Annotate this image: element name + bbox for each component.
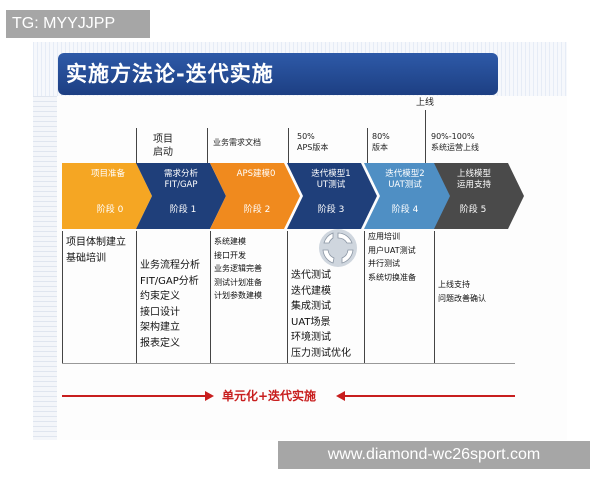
list-item: 业务流程分析 [140, 260, 200, 271]
list-phase-3: 迭代测试 迭代建模 集成测试 UAT场景 环境测试 压力测试优化 [291, 268, 351, 361]
phase-5-stage: 阶段 5 [459, 205, 487, 215]
list-item: 接口开发 [214, 250, 246, 260]
phase-chevron-2 [210, 163, 300, 229]
list-item: 测试计划准备 [214, 277, 262, 287]
list-item: 系统切换准备 [368, 272, 416, 282]
phase-chevron-5 [434, 163, 524, 229]
list-item: 项目体制建立 [66, 237, 126, 248]
list-item: 并行测试 [368, 259, 400, 268]
milestone-line-1 [136, 128, 137, 164]
phase-5-title: 上线模型 运用支持 [456, 169, 491, 190]
phase-chevron-0 [62, 163, 152, 229]
milestone-line-4 [367, 128, 368, 164]
phase-2-stage: 阶段 2 [243, 205, 271, 215]
phase-2-title: APS建模0 [236, 169, 276, 179]
list-phase-4: 应用培训 用户UAT测试 并行测试 系统切换准备 [368, 230, 416, 284]
bracket-p3 [287, 231, 288, 363]
bracket-bottom [62, 363, 515, 364]
list-phase-0: 项目体制建立 基础培训 [66, 235, 126, 266]
list-item: 压力测试优化 [291, 347, 351, 359]
list-item: 环境测试 [291, 332, 331, 343]
list-item: 应用培训 [368, 232, 400, 241]
phase-chevron-1 [136, 163, 226, 229]
milestone-line-5 [425, 120, 426, 164]
phase-chevron-3 [287, 163, 377, 229]
label-aps50: 50% APS版本 [297, 132, 329, 152]
list-item: 集成测试 [291, 301, 331, 312]
bracket-p4 [364, 231, 365, 363]
list-item: 接口设计 [140, 306, 180, 318]
bracket-p1 [136, 231, 137, 363]
slide-background [33, 42, 567, 440]
milestone-line-3 [288, 128, 289, 164]
list-item: 迭代建模 [291, 285, 331, 297]
label-kickoff: 项目 启动 [153, 134, 173, 158]
label-ops: 90%-100% 系统运营上线 [431, 132, 479, 152]
cycle-arrows-icon [319, 229, 357, 267]
list-item: UAT场景 [291, 316, 331, 328]
phase-3-stage: 阶段 3 [317, 205, 345, 215]
slide-title: 实施方法论-迭代实施 [58, 53, 498, 95]
list-item: 报表定义 [140, 337, 180, 349]
phase-chevron-4 [364, 163, 454, 229]
list-item: 上线支持 [438, 280, 470, 289]
phase-1-title: 需求分析 FIT/GAP [163, 169, 198, 190]
list-phase-2: 系统建模 接口开发 业务逻辑完善 测试计划准备 计划参数建模 [214, 235, 262, 303]
list-item: 架构建立 [140, 322, 180, 333]
list-item: 计划参数建模 [214, 291, 262, 300]
list-item: 业务逻辑完善 [214, 264, 262, 273]
label-v80: 80% 版本 [372, 132, 390, 152]
bracket-p5 [434, 231, 435, 363]
list-item: 迭代测试 [291, 270, 331, 281]
list-item: 系统建模 [214, 237, 246, 246]
phase-0-title: 项目准备 [90, 169, 125, 179]
label-golive: 上线 [415, 98, 434, 108]
phase-4-title: 迭代模型2 UAT测试 [385, 169, 425, 190]
list-item: 问题改善确认 [438, 293, 486, 303]
list-phase-1: 业务流程分析 FIT/GAP分析 约束定义 接口设计 架构建立 报表定义 [140, 258, 200, 351]
milestone-line-2 [207, 128, 208, 164]
watermark-url: www.diamond-wc26sport.com [278, 441, 590, 469]
phase-3-title: 迭代模型1 UT测试 [311, 169, 351, 190]
golive-tick [425, 110, 426, 120]
phase-4-stage: 阶段 4 [391, 205, 419, 215]
list-phase-5: 上线支持 问题改善确认 [438, 278, 486, 305]
phase-1-stage: 阶段 1 [169, 205, 197, 215]
list-item: 约束定义 [140, 291, 180, 302]
list-item: FIT/GAP分析 [140, 275, 199, 287]
iteration-banner: 单元化+迭代实施 [222, 389, 317, 403]
list-item: 基础培训 [66, 252, 106, 264]
bracket-p0 [62, 231, 63, 363]
bracket-p2 [210, 231, 211, 363]
list-item: 用户UAT测试 [368, 245, 416, 255]
label-biz-doc: 业务需求文档 [213, 138, 261, 147]
left-band [33, 96, 57, 440]
phase-0-stage: 阶段 0 [96, 205, 124, 215]
watermark-tag: TG: MYYJJPP [6, 10, 150, 38]
